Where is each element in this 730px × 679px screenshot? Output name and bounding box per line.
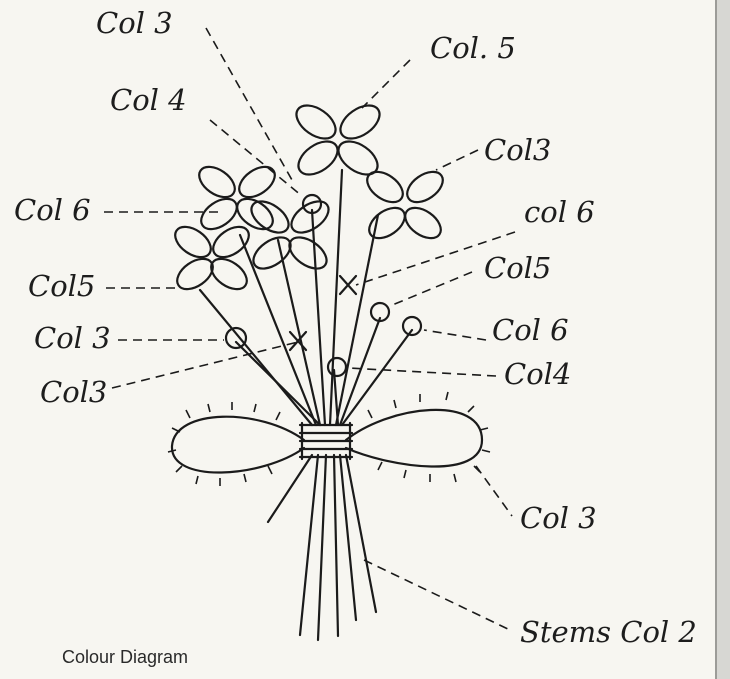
label-col6-right-upper: col 6 [524, 195, 595, 229]
label-col6-right: Col 6 [492, 313, 569, 347]
label-col3-top: Col 3 [96, 6, 173, 40]
flower-left-upper [194, 161, 281, 236]
label-col3-bow: Col 3 [520, 501, 597, 535]
label-col4-right: Col4 [504, 357, 571, 391]
label-col3-mid-left: Col 3 [34, 321, 111, 355]
flower-left-lower [170, 221, 255, 296]
page-edge [715, 0, 730, 679]
label-col3-right: Col3 [484, 133, 551, 167]
ribbon-bow [172, 410, 482, 473]
label-stems-col2: Stems Col 2 [520, 615, 697, 649]
label-col5-left: Col5 [28, 269, 95, 303]
label-col3-lower-left: Col3 [40, 375, 107, 409]
cross-stitches [290, 276, 356, 350]
label-col5-top: Col. 5 [430, 31, 516, 65]
diagram-caption: Colour Diagram [62, 647, 188, 668]
label-col4-upper: Col 4 [110, 83, 187, 117]
label-col6-left: Col 6 [14, 193, 91, 227]
label-col5-right: Col5 [484, 251, 551, 285]
flower-top [291, 99, 386, 182]
